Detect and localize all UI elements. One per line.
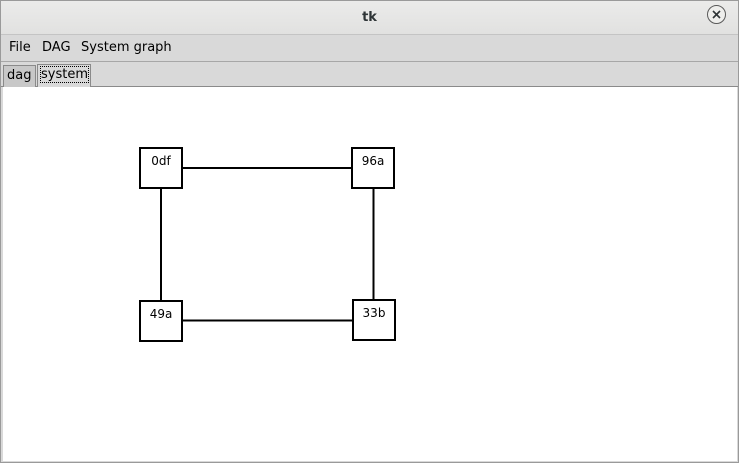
- graph-node-box[interactable]: [351, 147, 395, 189]
- graph-node-label: 96a: [362, 154, 385, 168]
- graph-node-0df[interactable]: 0df: [139, 147, 183, 189]
- graph-node-box[interactable]: [139, 147, 183, 189]
- tab-system-label: system: [40, 66, 89, 83]
- graph-canvas[interactable]: 0df 96a 49a 33b: [3, 87, 737, 461]
- menu-system-graph[interactable]: System graph: [81, 40, 172, 55]
- menu-dag[interactable]: DAG: [42, 40, 71, 55]
- graph-node-label: 49a: [150, 307, 173, 321]
- tab-dag-label: dag: [7, 68, 32, 83]
- tab-dag[interactable]: dag: [3, 65, 36, 87]
- graph-node-label: 33b: [363, 306, 386, 320]
- title-bar[interactable]: tk: [1, 1, 738, 35]
- graph-node-label: 0df: [151, 154, 171, 168]
- menu-file[interactable]: File: [9, 40, 31, 55]
- graph-node-49a[interactable]: 49a: [139, 300, 183, 342]
- graph-drawing: 0df 96a 49a 33b: [139, 147, 396, 342]
- close-button[interactable]: [707, 5, 726, 24]
- graph-node-box[interactable]: [139, 300, 183, 342]
- window-title: tk: [362, 10, 377, 25]
- tab-bar: dag system: [1, 62, 738, 87]
- tab-system[interactable]: system: [37, 64, 91, 87]
- graph-node-box[interactable]: [352, 299, 396, 341]
- menu-bar: File DAG System graph: [1, 35, 738, 62]
- graph-node-96a[interactable]: 96a: [351, 147, 395, 189]
- close-icon: [712, 10, 721, 19]
- graph-node-33b[interactable]: 33b: [352, 299, 396, 341]
